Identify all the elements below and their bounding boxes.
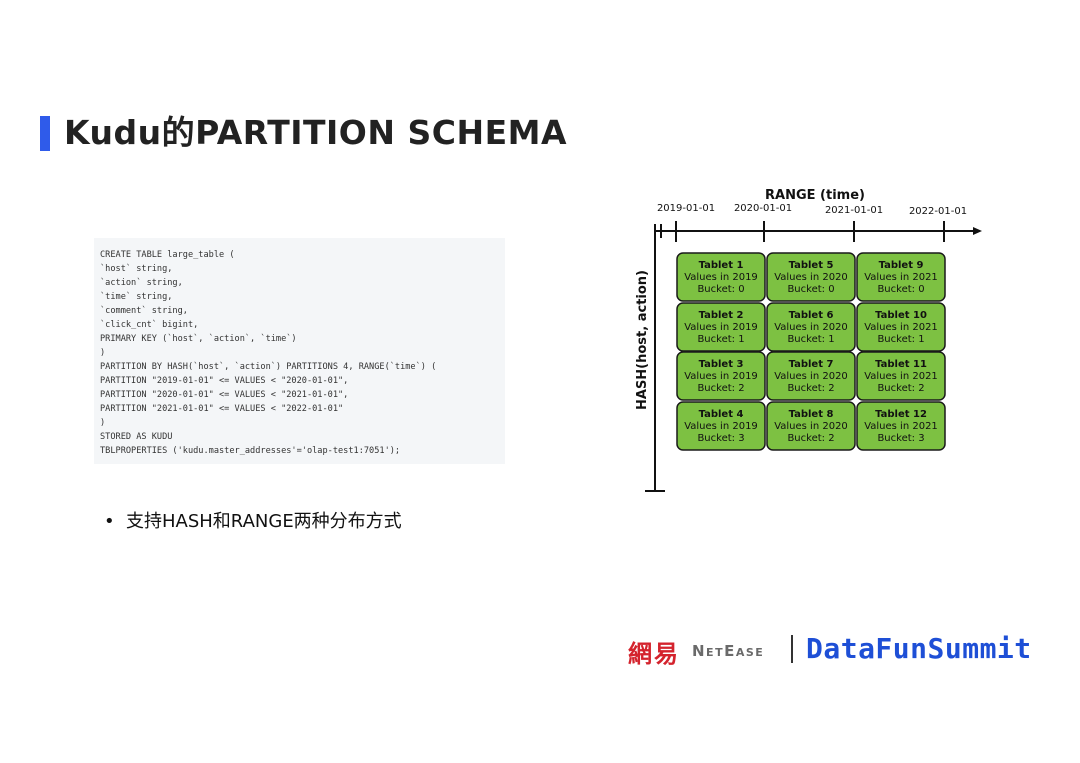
tablet-values: Values in 2019 (684, 421, 758, 432)
tablet-bucket: Bucket: 0 (787, 284, 834, 295)
range-tick-label: 2022-01-01 (909, 206, 967, 217)
tablet-name: Tablet 7 (789, 359, 834, 370)
code-line: ) (100, 348, 106, 358)
code-line: `comment` string, (100, 306, 188, 316)
tablet-bucket: Bucket: 3 (697, 433, 744, 444)
code-line: `click_cnt` bigint, (100, 320, 199, 330)
tablet-values: Values in 2020 (774, 371, 848, 382)
tablet-box (766, 401, 856, 451)
tablet-values: Values in 2020 (774, 272, 848, 283)
tablet-bucket: Bucket: 1 (787, 334, 834, 345)
tablet-values: Values in 2019 (684, 371, 758, 382)
tablet-name: Tablet 11 (875, 359, 927, 370)
footer-divider (791, 635, 793, 663)
tablet-values: Values in 2021 (864, 421, 938, 432)
tablet-name: Tablet 4 (699, 409, 744, 420)
tablet-box (856, 351, 946, 401)
hash-axis-label: HASH(host, action) (635, 270, 650, 410)
code-line: ) (100, 418, 106, 428)
title-accent-bar (40, 116, 50, 151)
code-line: TBLPROPERTIES ('kudu.master_addresses'='… (100, 446, 401, 456)
netease-logo-en: NetEase (692, 642, 765, 660)
tablet-values: Values in 2021 (864, 272, 938, 283)
bullet-text: 支持HASH和RANGE两种分布方式 (126, 511, 402, 532)
netease-logo-cn: 網易 (628, 639, 680, 668)
tablet-values: Values in 2021 (864, 322, 938, 333)
code-line: `time` string, (100, 292, 173, 302)
tablet-name: Tablet 9 (879, 260, 924, 271)
tablet-name: Tablet 10 (875, 310, 927, 321)
code-line: `action` string, (100, 278, 183, 288)
code-line: PRIMARY KEY (`host`, `action`, `time`) (100, 334, 297, 344)
tablet-box (676, 302, 766, 352)
tablet-box (766, 302, 856, 352)
tablet-bucket: Bucket: 0 (877, 284, 924, 295)
bullet-item: • 支持HASH和RANGE两种分布方式 (104, 509, 402, 535)
footer-logos: 網易 NetEase DataFunSummit (628, 630, 1068, 670)
sql-code-block: CREATE TABLE large_table ( `host` string,… (94, 238, 505, 464)
tablet-values: Values in 2019 (684, 272, 758, 283)
code-line: CREATE TABLE large_table ( (100, 250, 235, 260)
tablet-box (676, 401, 766, 451)
page-title: Kudu的PARTITION SCHEMA (64, 113, 567, 152)
code-line: PARTITION "2021-01-01" <= VALUES < "2022… (100, 404, 344, 414)
tablet-bucket: Bucket: 3 (877, 433, 924, 444)
tablet-values: Values in 2020 (774, 421, 848, 432)
tablet-name: Tablet 1 (699, 260, 744, 271)
tablet-box (676, 351, 766, 401)
tablet-values: Values in 2019 (684, 322, 758, 333)
tablet-name: Tablet 3 (699, 359, 744, 370)
tablet-name: Tablet 12 (875, 409, 927, 420)
range-axis-arrow (973, 227, 982, 235)
tablet-bucket: Bucket: 2 (877, 383, 924, 394)
partition-diagram: RANGE (time) 2019-01-01 2020-01-01 2021-01-… (635, 188, 982, 492)
code-line: PARTITION "2019-01-01" <= VALUES < "2020… (100, 376, 349, 386)
tablet-name: Tablet 5 (789, 260, 834, 271)
tablet-bucket: Bucket: 1 (697, 334, 744, 345)
tablet-box (856, 302, 946, 352)
tablet-bucket: Bucket: 0 (697, 284, 744, 295)
datafunsummit-logo: DataFunSummit (806, 632, 1032, 665)
tablet-values: Values in 2020 (774, 322, 848, 333)
code-line: `host` string, (100, 264, 173, 274)
tablet-box (766, 252, 856, 302)
range-tick-label: 2019-01-01 (657, 203, 715, 214)
tablet-name: Tablet 8 (789, 409, 834, 420)
tablet-name: Tablet 2 (699, 310, 744, 321)
range-tick-label: 2020-01-01 (734, 203, 792, 214)
range-tick-label: 2021-01-01 (825, 205, 883, 216)
tablet-box (676, 252, 766, 302)
tablet-bucket: Bucket: 1 (877, 334, 924, 345)
tablet-box (856, 252, 946, 302)
tablet-bucket: Bucket: 2 (787, 383, 834, 394)
tablet-values: Values in 2021 (864, 371, 938, 382)
tablet-bucket: Bucket: 2 (787, 433, 834, 444)
code-line: PARTITION BY HASH(`host`, `action`) PART… (100, 362, 437, 372)
code-line: PARTITION "2020-01-01" <= VALUES < "2021… (100, 390, 349, 400)
tablet-name: Tablet 6 (789, 310, 834, 321)
code-line: STORED AS KUDU (100, 432, 173, 442)
bullet-marker: • (104, 511, 115, 532)
range-axis-label: RANGE (time) (765, 188, 865, 203)
tablet-bucket: Bucket: 2 (697, 383, 744, 394)
tablet-box (856, 401, 946, 451)
tablet-box (766, 351, 856, 401)
